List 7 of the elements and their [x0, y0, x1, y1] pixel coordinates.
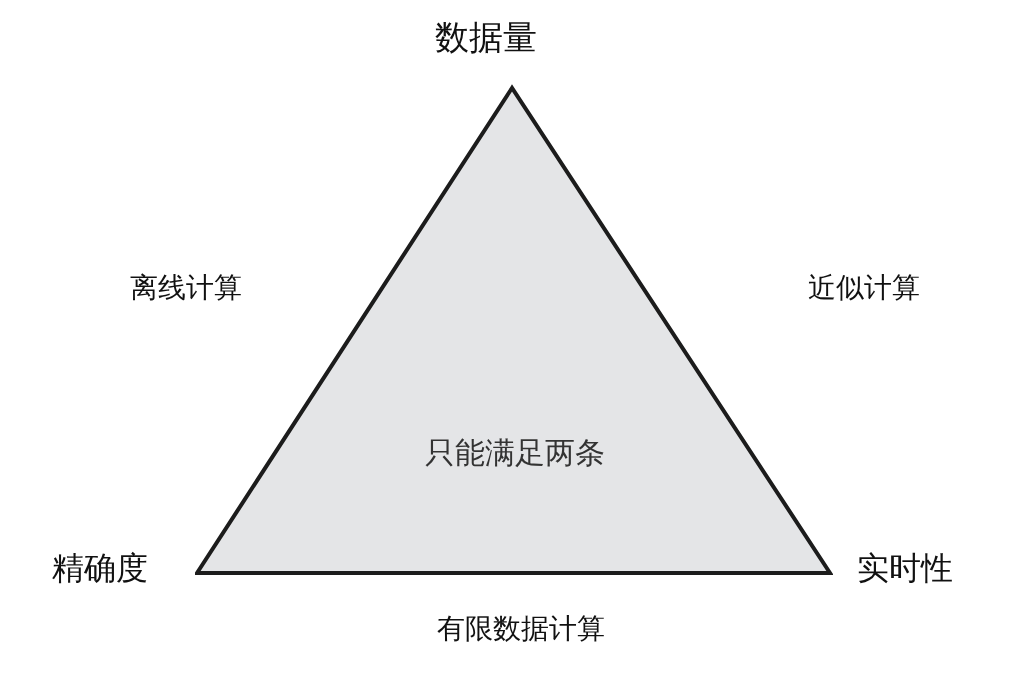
- vertex-label: 离线计算: [130, 274, 242, 302]
- vertex-label: 数据量: [435, 20, 537, 54]
- vertex-label: 有限数据计算: [437, 615, 605, 643]
- vertex-label: 实时性: [857, 552, 953, 584]
- triangle-text: 只能满足两条: [424, 434, 606, 472]
- vertex-label: 近似计算: [808, 274, 920, 302]
- vertex-label: 精确度: [52, 552, 148, 584]
